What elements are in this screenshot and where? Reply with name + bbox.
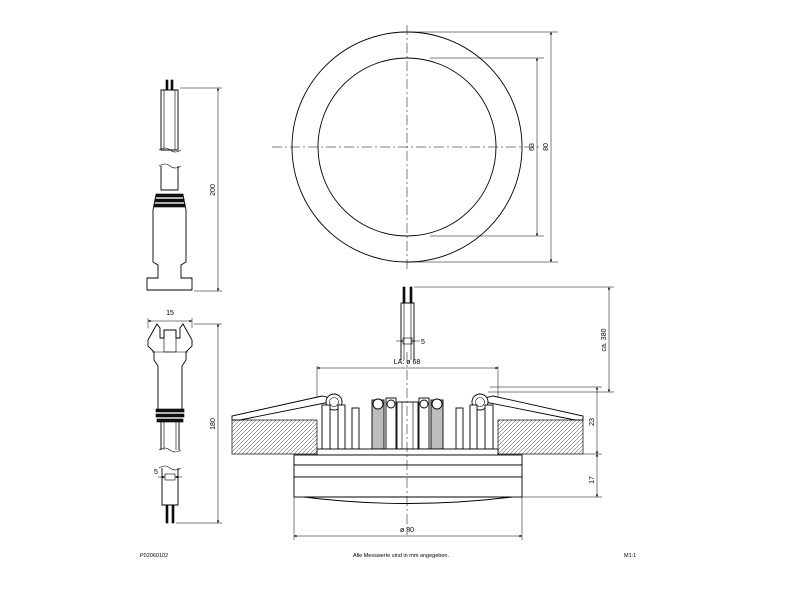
side-view: 5 LA: ø 68 [231, 286, 614, 540]
connector-body-upper [146, 194, 193, 291]
connector-band-3 [153, 203, 186, 208]
wire-end-right-lower [171, 504, 175, 524]
connector-band-6 [156, 418, 184, 423]
housing-base [316, 448, 499, 456]
dim-lead-width-connector: 5 [154, 469, 158, 476]
dim-outer-diameter: 80 [543, 143, 550, 151]
dim-cable-total: ca. 380 [601, 328, 608, 351]
top-view: 63 80 [272, 25, 558, 269]
wire-end-right [170, 79, 174, 91]
wire-end-left [165, 79, 169, 91]
cable-lower-part: 15 5 180 [147, 310, 222, 524]
housing-ring-middle [293, 464, 523, 478]
connector-band-4 [155, 408, 185, 413]
lamp-wire-right [409, 286, 413, 304]
part-number: P02060102 [140, 553, 169, 559]
connector-band-1 [155, 193, 184, 198]
housing-ring-lower [293, 476, 523, 498]
dim-inner-diameter: 63 [529, 143, 536, 151]
wire-end-left-lower [165, 504, 169, 524]
dim-connector-length: 180 [210, 418, 217, 430]
ceiling-right [497, 419, 584, 455]
spring-clip-left [231, 395, 331, 421]
lamp-wire-left [402, 286, 406, 304]
heat-sink [321, 397, 494, 450]
dim-cutout: LA: ø 68 [394, 359, 421, 366]
diffuser-lens [303, 496, 513, 504]
spring-clip-right [484, 395, 584, 421]
dim-cable-length: 200 [210, 184, 217, 196]
dim-housing-height: 17 [589, 476, 596, 484]
scale-label: M1:1 [624, 553, 637, 559]
housing-ring-upper [293, 454, 523, 466]
dim-install-depth: 23 [589, 418, 596, 426]
connector-band-5 [155, 413, 185, 418]
dim-connector-width: 15 [166, 310, 174, 317]
connector-band-2 [154, 198, 185, 203]
dim-front-diameter: ø 80 [400, 527, 414, 534]
cable-upper-part: 200 [146, 79, 222, 292]
ceiling-left [231, 419, 318, 455]
measurement-note: Alle Messwerte sind in mm angegeben. [353, 553, 449, 559]
dim-lead-width-lamp: 5 [421, 339, 425, 346]
connector-body-lower [147, 323, 193, 411]
